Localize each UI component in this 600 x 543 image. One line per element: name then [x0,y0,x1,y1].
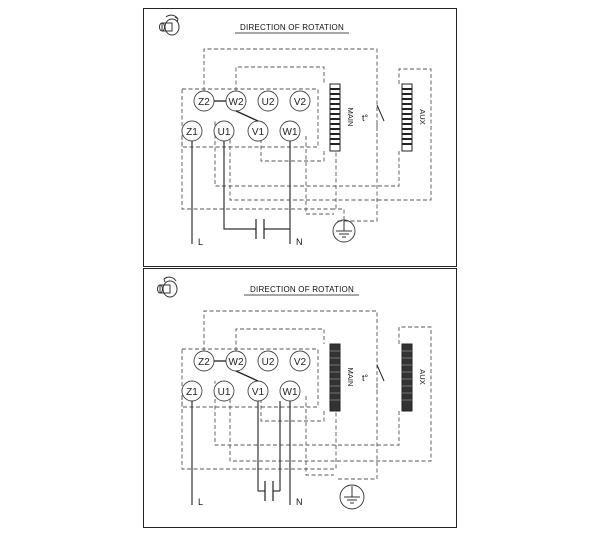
main-coil-label: MAIN [346,368,355,387]
main-coil: MAIN [329,83,355,152]
terminal-v1: V1 [252,387,265,398]
aux-coil: AUX [401,343,427,412]
terminal-u1: U1 [218,387,231,398]
wiring-panel-top: DIRECTION OF ROTATION Z2 W2 U2 [143,8,457,267]
thermal-switch-label: t° [362,373,369,383]
terminal-row-top: Z2 W2 U2 V2 [193,90,311,112]
main-coil-label: MAIN [346,108,355,127]
wiring-diagram-top: DIRECTION OF ROTATION Z2 W2 U2 [159,14,432,247]
terminal-w2: W2 [229,97,244,108]
terminal-z2: Z2 [198,357,210,368]
terminal-row-bottom: Z1 U1 V1 W1 [181,380,301,402]
terminal-w2: W2 [229,357,244,368]
main-coil: MAIN [329,343,355,412]
terminal-v1: V1 [252,127,265,138]
terminal-v2: V2 [294,97,307,108]
terminal-u1: U1 [218,127,231,138]
aux-coil-label: AUX [418,369,427,384]
diagram-title: DIRECTION OF ROTATION [250,285,354,294]
terminal-w1: W1 [283,127,298,138]
terminal-row-bottom: Z1 U1 V1 W1 [181,120,301,142]
thermal-switch: t° [362,104,385,123]
terminal-z2: Z2 [198,97,210,108]
ground-icon [332,208,356,243]
terminal-row-top: Z2 W2 U2 V2 [193,350,311,372]
thermal-switch-label: t° [362,113,369,123]
diagram-title: DIRECTION OF ROTATION [240,23,344,32]
terminal-u2: U2 [262,97,275,108]
rotation-arrow-icon [159,14,180,36]
terminal-v2: V2 [294,357,307,368]
wiring-panel-bottom: DIRECTION OF ROTATION Z2 W2 U2 V2 [143,268,457,528]
terminal-z1: Z1 [186,387,198,398]
ground-icon [339,484,365,510]
aux-coil: AUX [401,83,427,152]
neutral-label: N [296,497,303,507]
wiring-diagram-bottom: DIRECTION OF ROTATION Z2 W2 U2 V2 [157,276,432,510]
line-label: L [198,497,203,507]
thermal-switch: t° [362,364,385,383]
capacitor [223,141,290,239]
rotation-arrow-icon [157,276,178,298]
neutral-label: N [296,237,303,247]
capacitor [257,401,281,501]
terminal-z1: Z1 [186,127,198,138]
line-label: L [198,237,203,247]
terminal-w1: W1 [283,387,298,398]
aux-coil-label: AUX [418,109,427,124]
terminal-u2: U2 [262,357,275,368]
